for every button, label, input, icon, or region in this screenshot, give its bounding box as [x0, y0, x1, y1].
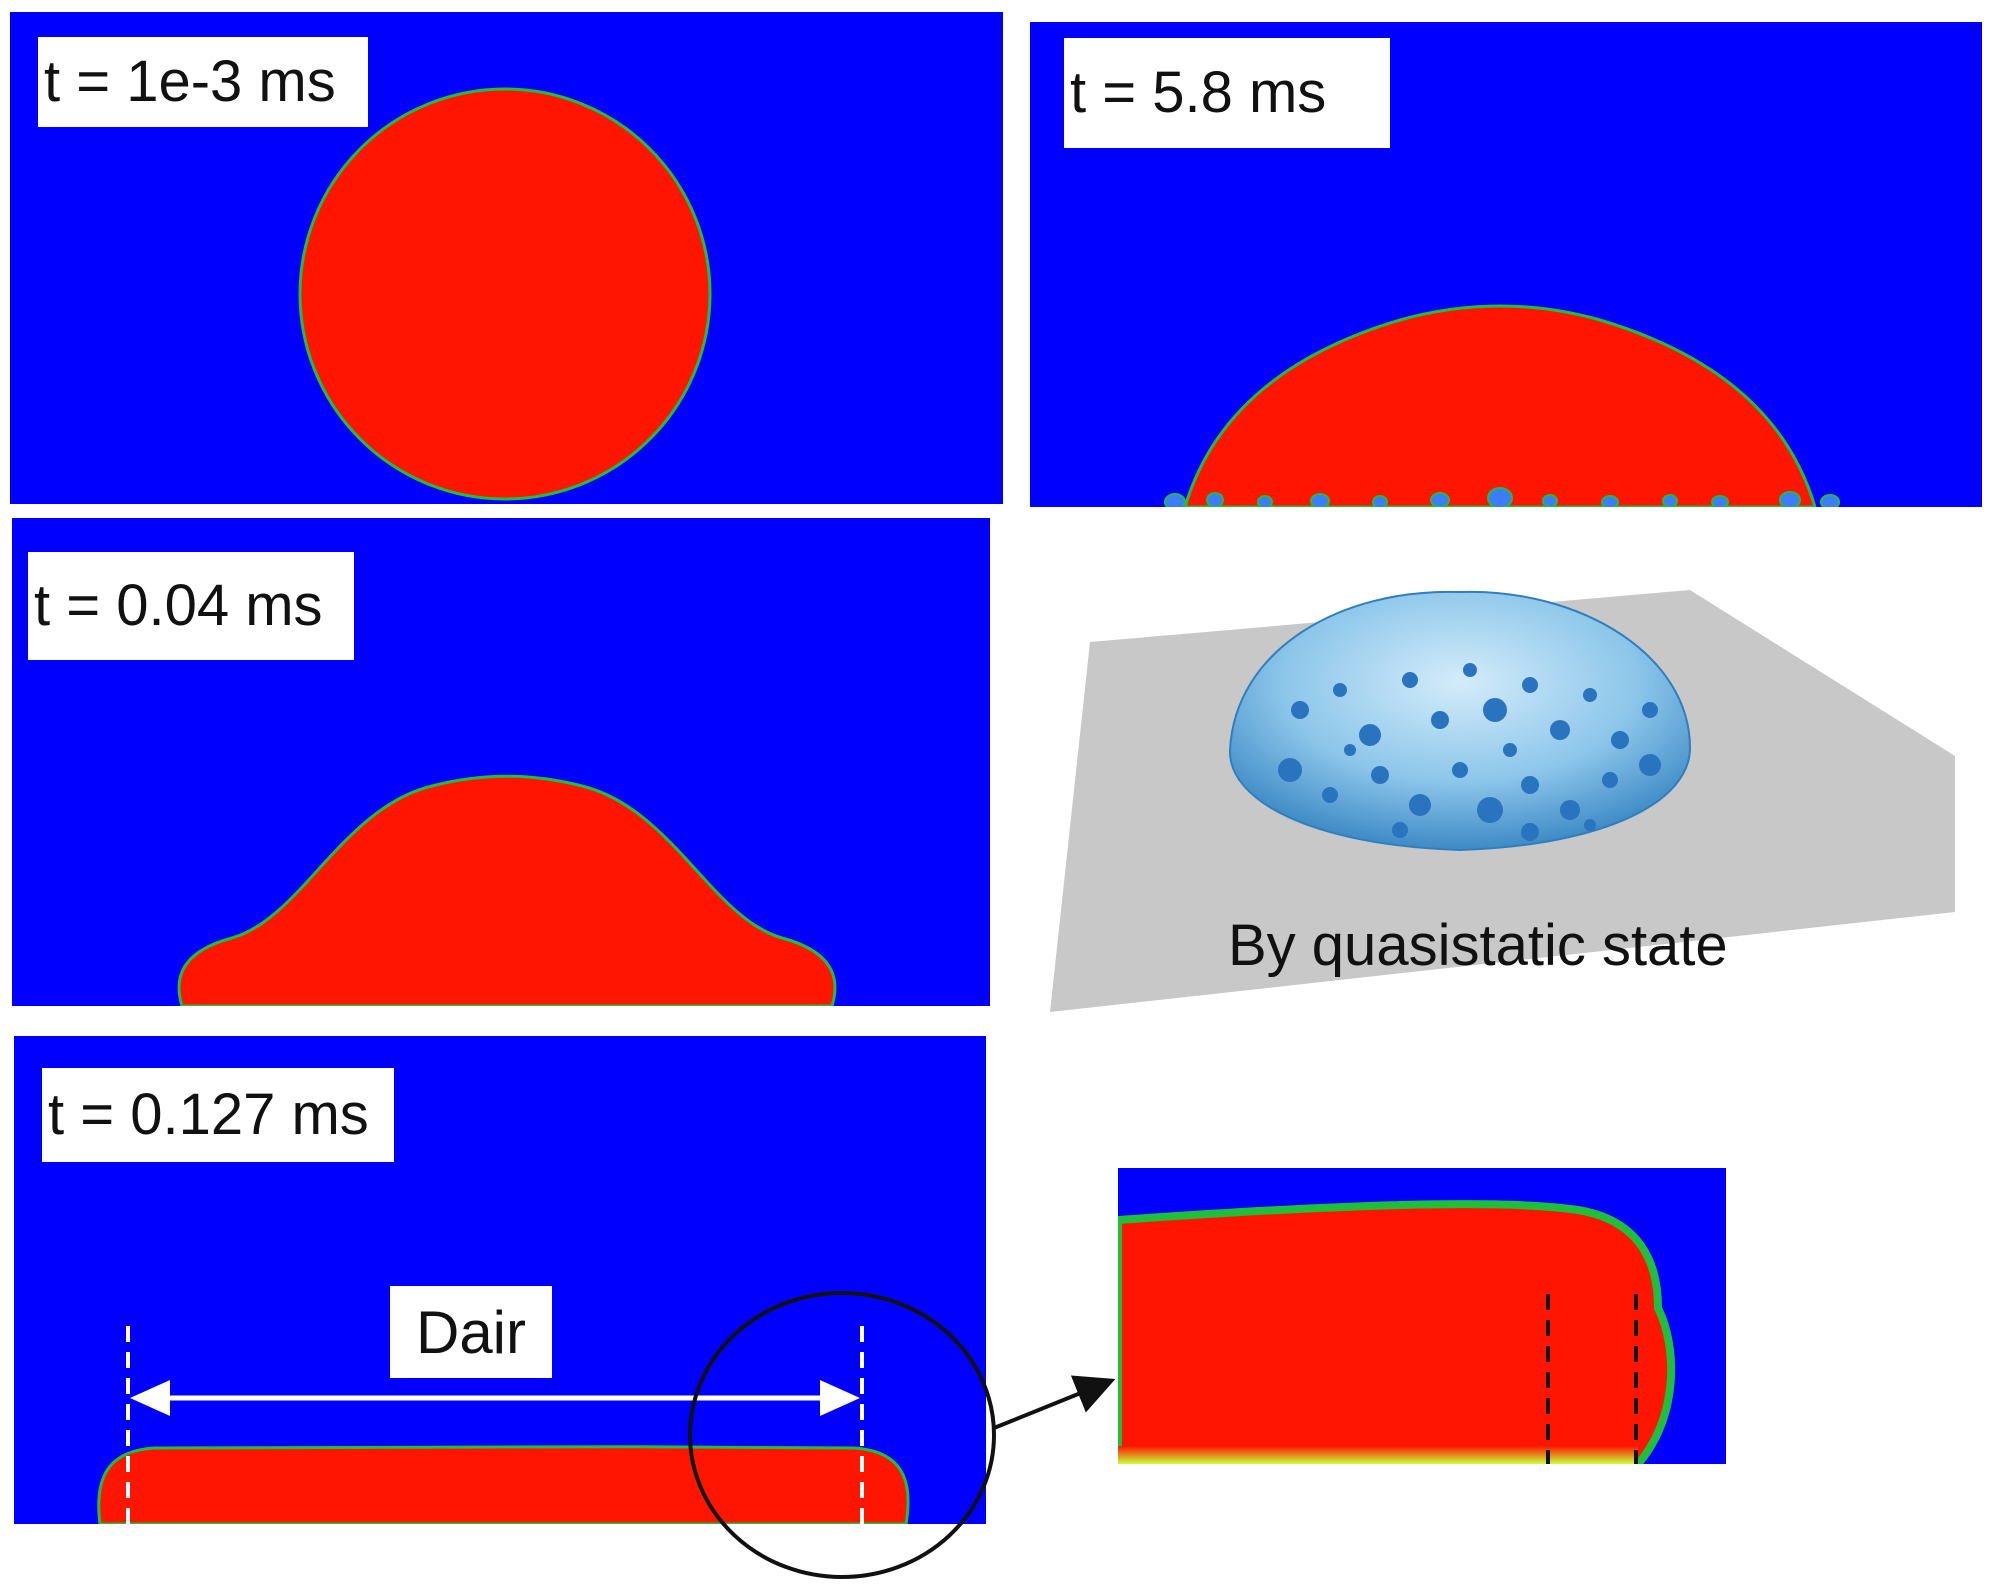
droplet-3d-render: [1050, 590, 1955, 1012]
panel-t-5.8: t = 5.8 ms: [1030, 22, 1982, 507]
wall-interface-band: [1118, 1446, 1638, 1464]
droplet-cap: [1183, 304, 1817, 507]
trapped-bubbles-3d: [1278, 663, 1661, 841]
droplet-dome: [1228, 590, 1692, 852]
render-caption: By quasistatic state: [1228, 913, 1728, 978]
spreading-droplet: [177, 774, 837, 1006]
spherical-droplet: [298, 87, 712, 501]
render-3d-quasistatic: By quasistatic state: [1050, 560, 1960, 1012]
panel-t-0.04: t = 0.04 ms: [12, 518, 990, 1006]
entrapped-bubbles: [1164, 487, 1840, 507]
dair-arrow-left-head: [130, 1380, 170, 1416]
dair-label: Dair: [390, 1286, 552, 1378]
zoom-arrow: [993, 1375, 1116, 1430]
flattened-droplet: [97, 1445, 910, 1524]
droplet-sphere-plot: [10, 12, 1003, 504]
time-label: t = 5.8 ms: [1064, 38, 1390, 148]
zoom-inset-plot: [1118, 1168, 1726, 1464]
time-label: t = 0.127 ms: [42, 1068, 394, 1162]
contact-line-region: [1118, 1200, 1676, 1464]
panel-t-1e-3: t = 1e-3 ms: [10, 12, 1003, 504]
zoom-inset: [1118, 1168, 1726, 1464]
time-label: t = 1e-3 ms: [38, 37, 368, 127]
panel-t-0.127: t = 0.127 ms Dair: [14, 1036, 986, 1524]
time-label: t = 0.04 ms: [28, 552, 354, 660]
